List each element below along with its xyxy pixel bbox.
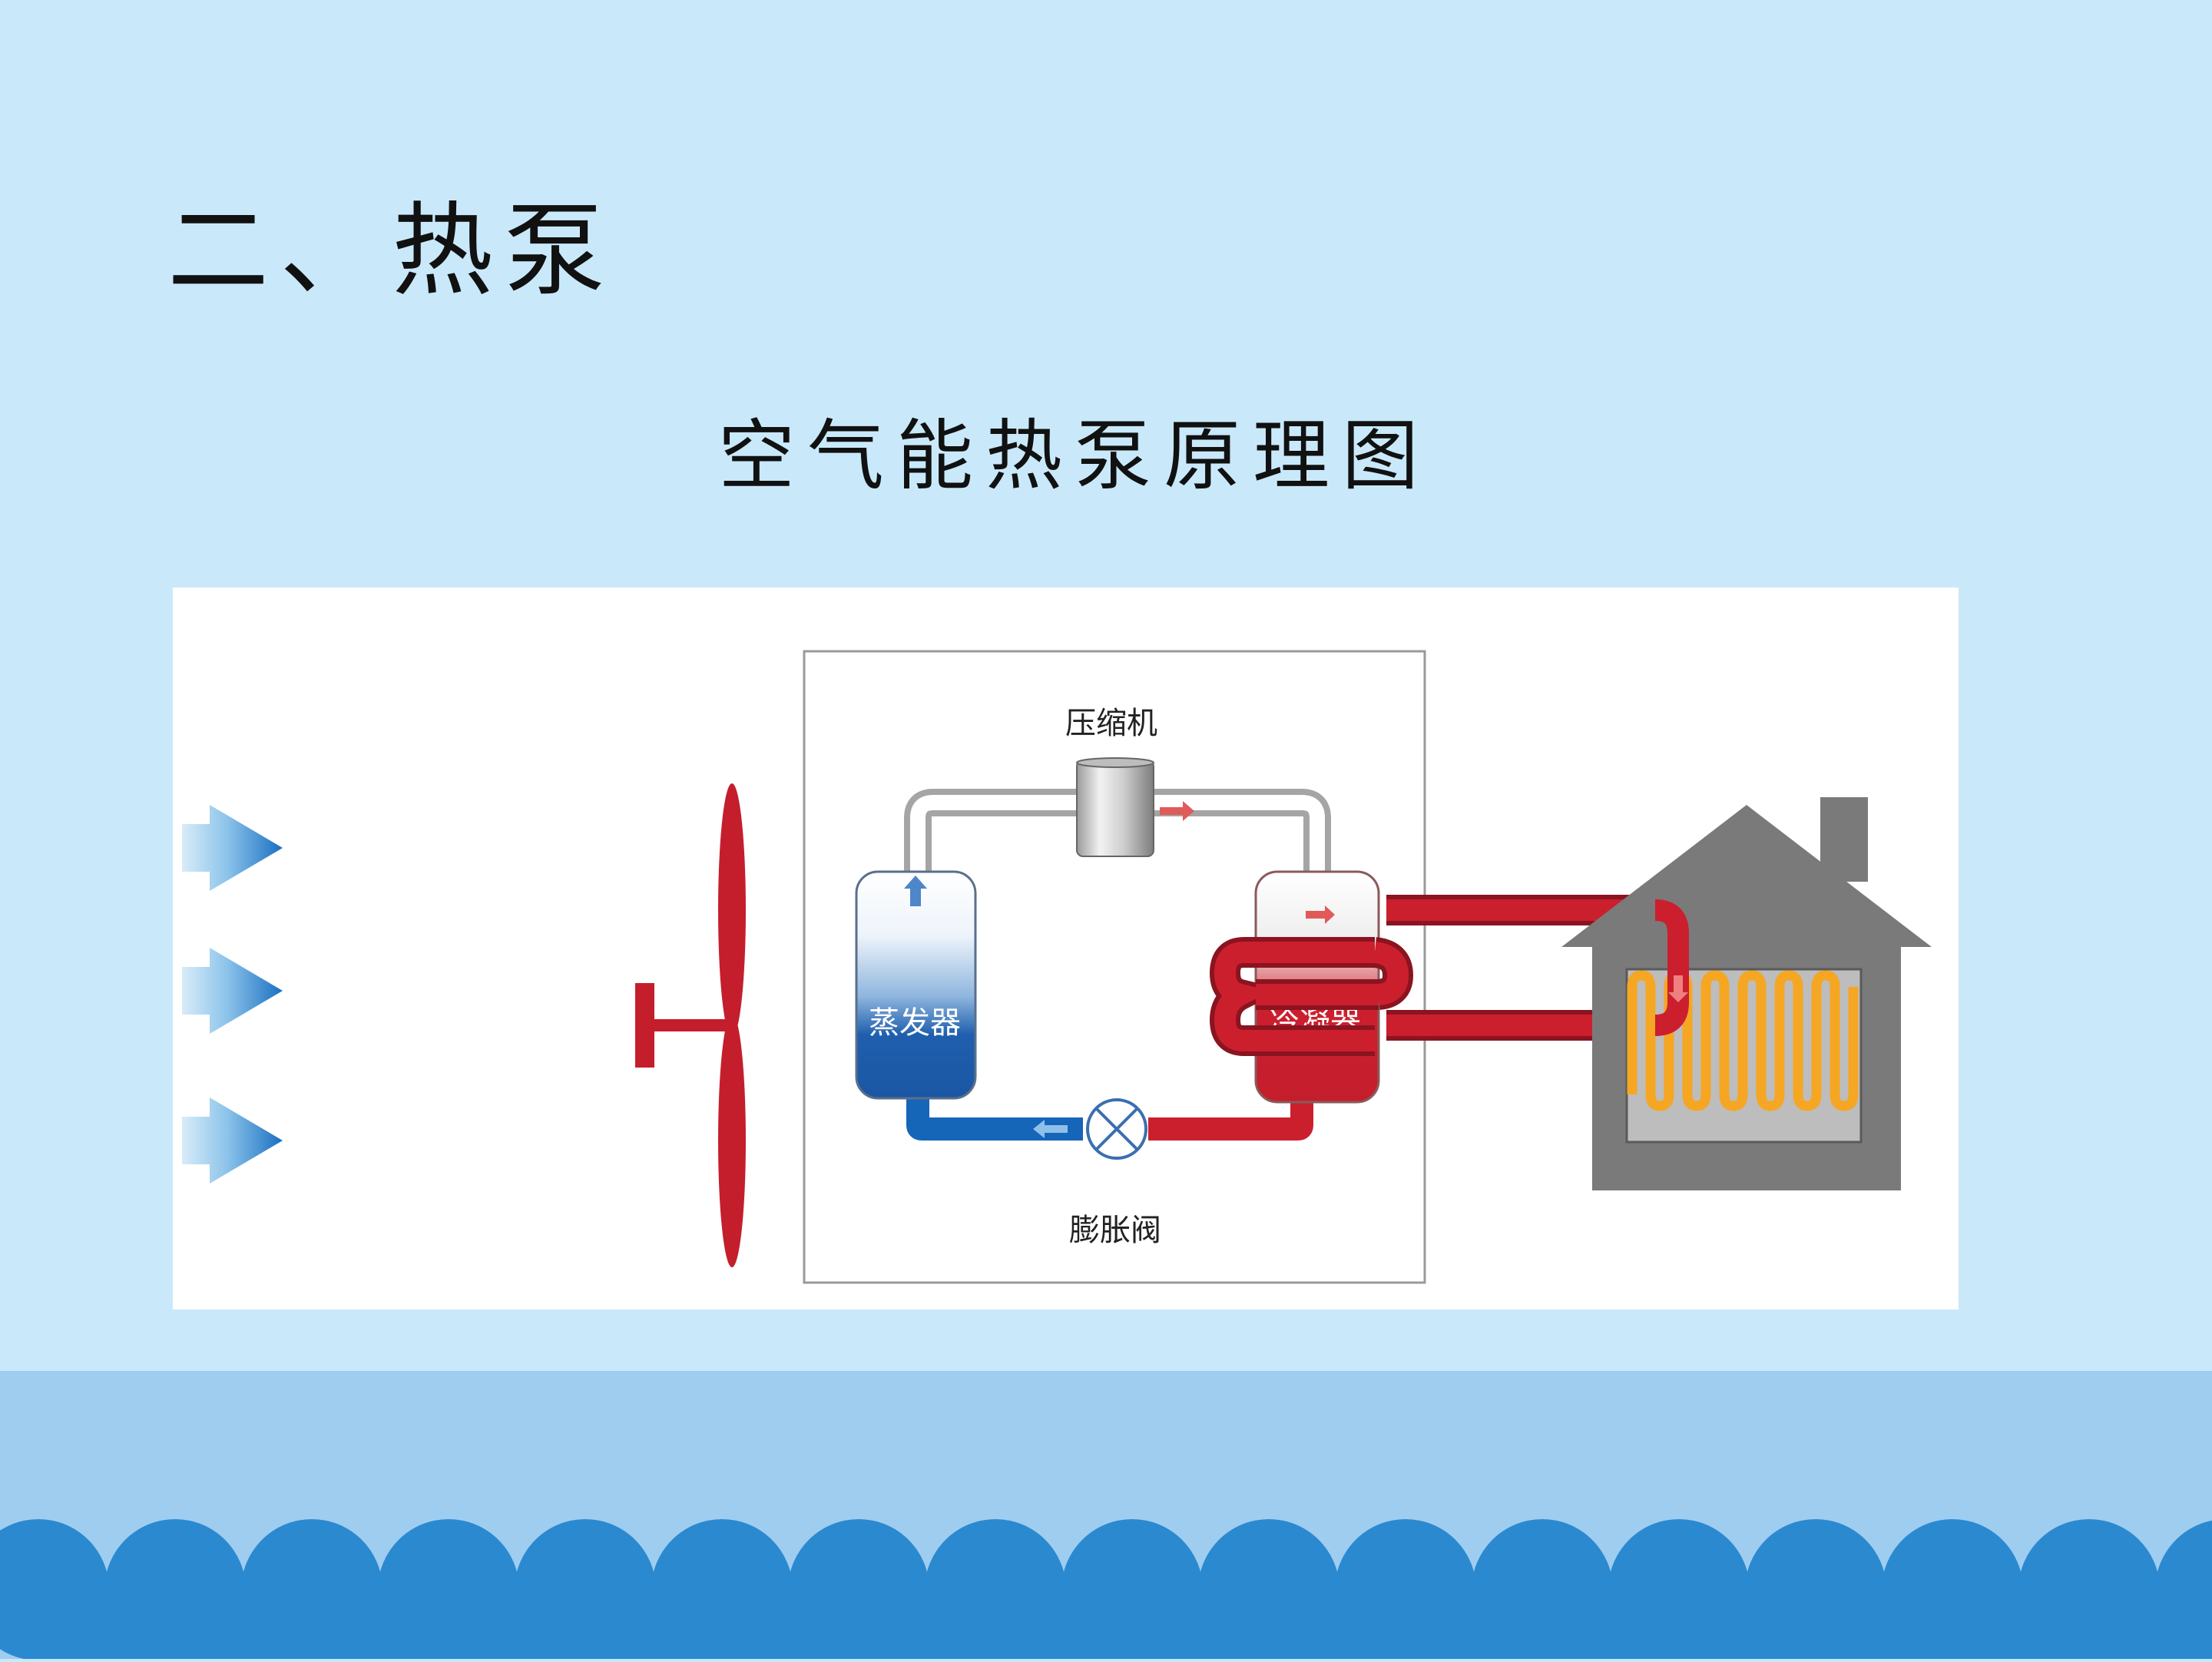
heat-pump-diagram: 压缩机 蒸发器 冷凝器: [173, 588, 1959, 1309]
wave-scallop: [1403, 1596, 1545, 1662]
compressor-label: 压缩机: [1065, 706, 1157, 741]
diagram-canvas: 压缩机 蒸发器 冷凝器: [182, 650, 1932, 1284]
flow-arrow-icon: [1306, 905, 1335, 924]
house-icon: [1561, 797, 1932, 1190]
flow-arrow-icon: [1160, 801, 1194, 821]
wave-scallop: [173, 1596, 314, 1662]
flow-arrow-icon: [904, 876, 927, 906]
wave-scallop: [36, 1596, 177, 1662]
decorative-footer: [0, 1371, 2212, 1662]
flow-arrow-icon: [1668, 975, 1688, 1002]
wave-scallop: [1267, 1596, 1408, 1662]
airflow-arrow-icon: [182, 1098, 283, 1184]
evaporator: [855, 870, 977, 1100]
wave-pattern: [0, 1371, 2212, 1662]
refrigerant-line-cold: [906, 1079, 1083, 1141]
wave-scallop: [1950, 1596, 2091, 1662]
wave-scallop: [310, 1596, 451, 1662]
airflow-arrow-icon: [182, 948, 283, 1034]
wave-scallop: [1813, 1596, 1955, 1662]
refrigerant-line-hot: [1148, 1079, 1313, 1141]
wave-scallop: [2087, 1596, 2212, 1662]
fan-icon: [635, 783, 746, 1267]
expansion-valve-label: 膨胀阀: [1069, 1213, 1161, 1248]
expansion-valve-icon: [1086, 1098, 1147, 1160]
airflow-arrow-icon: [182, 805, 283, 891]
compressor: [1076, 757, 1154, 857]
diagram-title: 空气能热泵原理图: [718, 411, 1431, 501]
wave-scallop: [856, 1596, 998, 1662]
wave-scallop: [720, 1596, 861, 1662]
wave-scallop: [446, 1596, 588, 1662]
wave-scallop: [1130, 1596, 1271, 1662]
wave-scallop: [993, 1596, 1134, 1662]
flow-arrow-icon: [1033, 1120, 1068, 1138]
wave-scallop: [583, 1596, 724, 1662]
wave-scallop: [1677, 1596, 1818, 1662]
wave-scallop: [1540, 1596, 1681, 1662]
evaporator-label: 蒸发器: [869, 1005, 961, 1041]
slide-title: 二、热泵: [167, 192, 616, 310]
